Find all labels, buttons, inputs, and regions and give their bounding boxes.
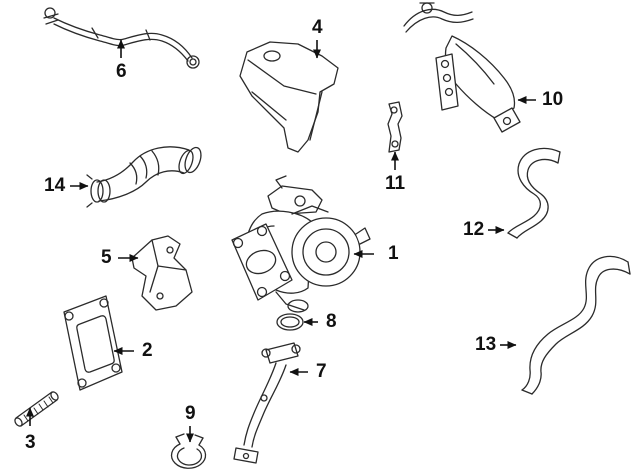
- callout-2-label[interactable]: 2: [142, 340, 153, 361]
- callout-3[interactable]: 3: [25, 407, 36, 453]
- part-3-stud: [14, 391, 59, 427]
- callout-8[interactable]: 8: [303, 311, 337, 332]
- part-10-tube-assembly: [403, 2, 521, 133]
- callout-3-label[interactable]: 3: [25, 432, 36, 453]
- callout-4[interactable]: 4: [312, 17, 323, 59]
- callout-5[interactable]: 5: [101, 247, 139, 268]
- part-2-gasket: [63, 295, 123, 391]
- callout-8-label[interactable]: 8: [326, 311, 337, 332]
- callout-13-label[interactable]: 13: [475, 334, 496, 355]
- callout-5-label[interactable]: 5: [101, 247, 112, 268]
- part-6-coolant-tube: [43, 7, 200, 69]
- callout-7[interactable]: 7: [289, 361, 327, 382]
- callout-11[interactable]: 11: [385, 151, 406, 194]
- callout-9[interactable]: 9: [185, 403, 196, 443]
- callout-14[interactable]: 14: [44, 175, 89, 196]
- callout-14-label[interactable]: 14: [44, 175, 66, 196]
- part-11-bracket: [387, 101, 403, 153]
- callout-2[interactable]: 2: [113, 340, 153, 361]
- part-14-air-duct: [86, 146, 202, 208]
- callout-9-label[interactable]: 9: [185, 403, 196, 424]
- callout-10[interactable]: 10: [517, 89, 563, 110]
- callout-11-label[interactable]: 11: [385, 173, 406, 194]
- callout-12-label[interactable]: 12: [463, 219, 484, 240]
- part-12-hose: [507, 147, 561, 239]
- callout-13[interactable]: 13: [475, 334, 517, 355]
- callout-6-label[interactable]: 6: [116, 61, 127, 82]
- part-5-bracket: [131, 235, 193, 311]
- part-4-heat-shield: [239, 41, 339, 153]
- callout-6[interactable]: 6: [116, 39, 127, 82]
- callout-10-label[interactable]: 10: [542, 89, 563, 110]
- callout-12[interactable]: 12: [463, 219, 505, 240]
- part-7-oil-drain-tube: [233, 342, 301, 464]
- part-9-clamp: [170, 433, 207, 469]
- callout-1-label[interactable]: 1: [388, 243, 399, 264]
- part-13-hose: [521, 255, 631, 395]
- callout-1[interactable]: 1: [353, 243, 399, 264]
- part-1-turbocharger: [231, 175, 371, 313]
- callout-7-label[interactable]: 7: [316, 361, 327, 382]
- callout-4-label[interactable]: 4: [312, 17, 323, 38]
- part-8-o-ring: [276, 313, 304, 331]
